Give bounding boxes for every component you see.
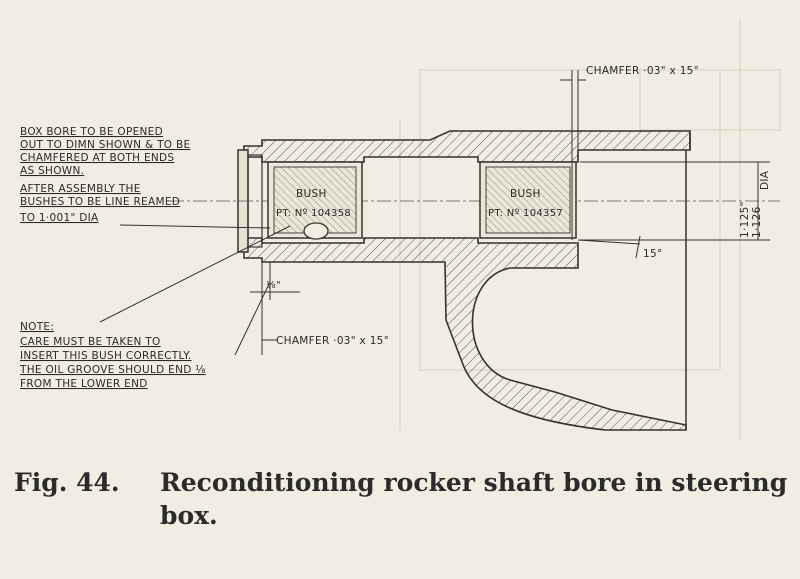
engineering-drawing: CHAMFER ·03" x 15° CHAMFER ·03" x 15° BU…: [19, 20, 781, 440]
dia-upper-label: 1·125": [739, 201, 751, 238]
bush-left-part-number: PT: Nº 104358: [276, 208, 351, 219]
svg-text:CARE MUST BE TAKEN TO: CARE MUST BE TAKEN TO: [20, 336, 161, 348]
svg-text:THE OIL GROOVE SHOULD END ⅛: THE OIL GROOVE SHOULD END ⅛: [19, 364, 206, 376]
caption-text: Reconditioning rocker shaft bore in stee…: [160, 468, 788, 530]
svg-text:OUT TO DIMN SHOWN & TO BE: OUT TO DIMN SHOWN & TO BE: [20, 139, 190, 151]
chamfer-top-callout: [560, 70, 586, 240]
oil-hole: [303, 222, 329, 240]
chamfer-top-label: CHAMFER ·03" x 15°: [586, 65, 699, 77]
svg-text:CHAMFERED AT BOTH ENDS: CHAMFERED AT BOTH ENDS: [20, 152, 174, 164]
svg-text:FROM THE LOWER END: FROM THE LOWER END: [20, 378, 148, 390]
bore-note: BOX BORE TO BE OPENED OUT TO DIMN SHOWN …: [19, 126, 190, 224]
care-note: NOTE: CARE MUST BE TAKEN TO INSERT THIS …: [19, 321, 206, 390]
left-bush: [267, 161, 363, 240]
diameter-dimension: [580, 161, 770, 241]
svg-text:TO 1·001" DIA: TO 1·001" DIA: [19, 212, 99, 224]
small-dimension-label: ⅛": [266, 280, 281, 291]
svg-text:NOTE:: NOTE:: [20, 321, 54, 333]
angle-label: 15°: [643, 248, 663, 260]
housing-lower-wall: [243, 237, 687, 431]
dia-lower-label: 1·126: [751, 206, 763, 238]
leader-lines: [99, 224, 300, 356]
bush-right-label: BUSH: [510, 188, 541, 200]
housing-upper-wall: [243, 130, 691, 163]
bush-left-label: BUSH: [296, 188, 327, 200]
bush-right-part-number: PT: Nº 104357: [488, 208, 563, 219]
svg-text:AS SHOWN.: AS SHOWN.: [20, 165, 84, 177]
background-faint-lines: [399, 20, 781, 440]
chamfer-bottom-label: CHAMFER ·03" x 15°: [276, 335, 389, 347]
svg-text:AFTER ASSEMBLY THE: AFTER ASSEMBLY THE: [20, 183, 141, 195]
svg-text:INSERT THIS BUSH CORRECTLY.: INSERT THIS BUSH CORRECTLY.: [20, 350, 191, 362]
figure-caption: Fig. 44. Reconditioning rocker shaft bore…: [14, 466, 794, 532]
figure-number: Fig. 44.: [14, 468, 120, 497]
svg-text:BUSHES TO BE LINE REAMED: BUSHES TO BE LINE REAMED: [20, 196, 180, 208]
dia-unit-label: DIA: [759, 170, 771, 190]
right-bush: [479, 161, 577, 239]
svg-text:BOX BORE TO BE OPENED: BOX BORE TO BE OPENED: [20, 126, 163, 138]
